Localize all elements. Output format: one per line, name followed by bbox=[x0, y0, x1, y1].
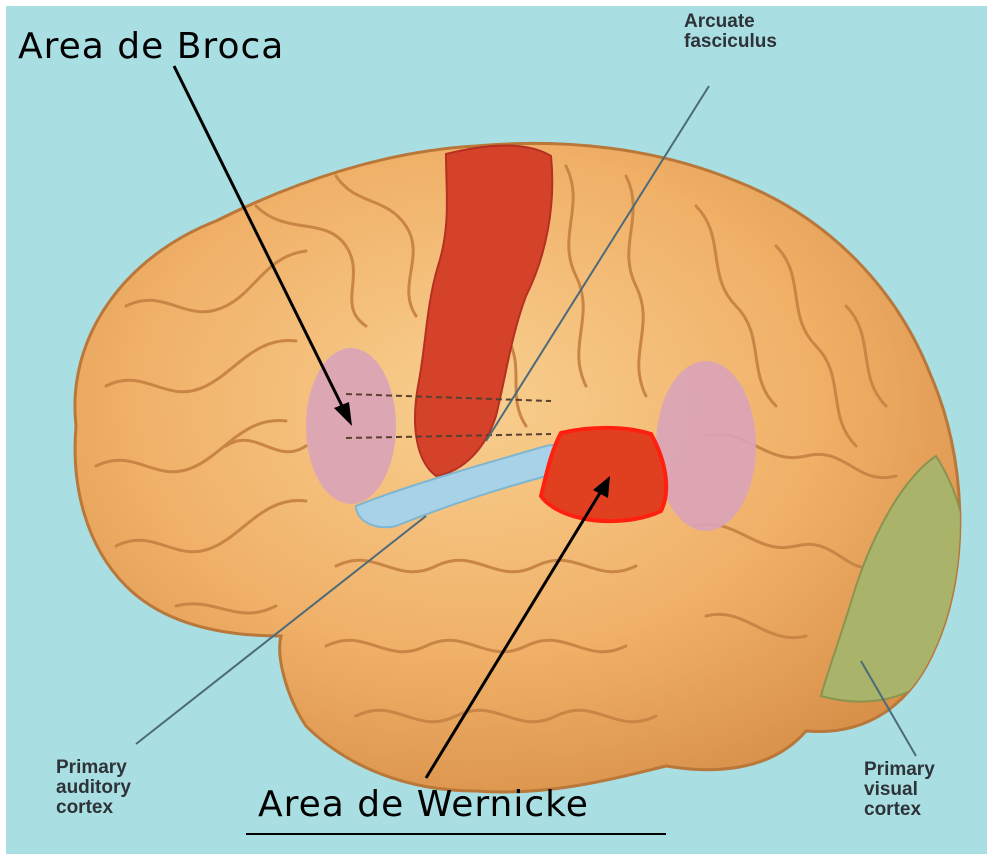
brain-diagram bbox=[6, 6, 987, 854]
wernicke-underline bbox=[246, 833, 666, 835]
wernicke-region bbox=[541, 428, 666, 521]
wernicke-label: Area de Wernicke bbox=[258, 784, 589, 825]
angular-region bbox=[656, 361, 756, 531]
arcuate-label: Arcuate fasciculus bbox=[684, 12, 777, 52]
visual-cortex-label: Primary visual cortex bbox=[864, 760, 935, 820]
diagram-frame: Area de Broca Area de Wernicke Arcuate f… bbox=[6, 6, 987, 854]
broca-label: Area de Broca bbox=[18, 26, 284, 67]
auditory-cortex-label: Primary auditory cortex bbox=[56, 758, 131, 818]
broca-region bbox=[306, 348, 396, 504]
